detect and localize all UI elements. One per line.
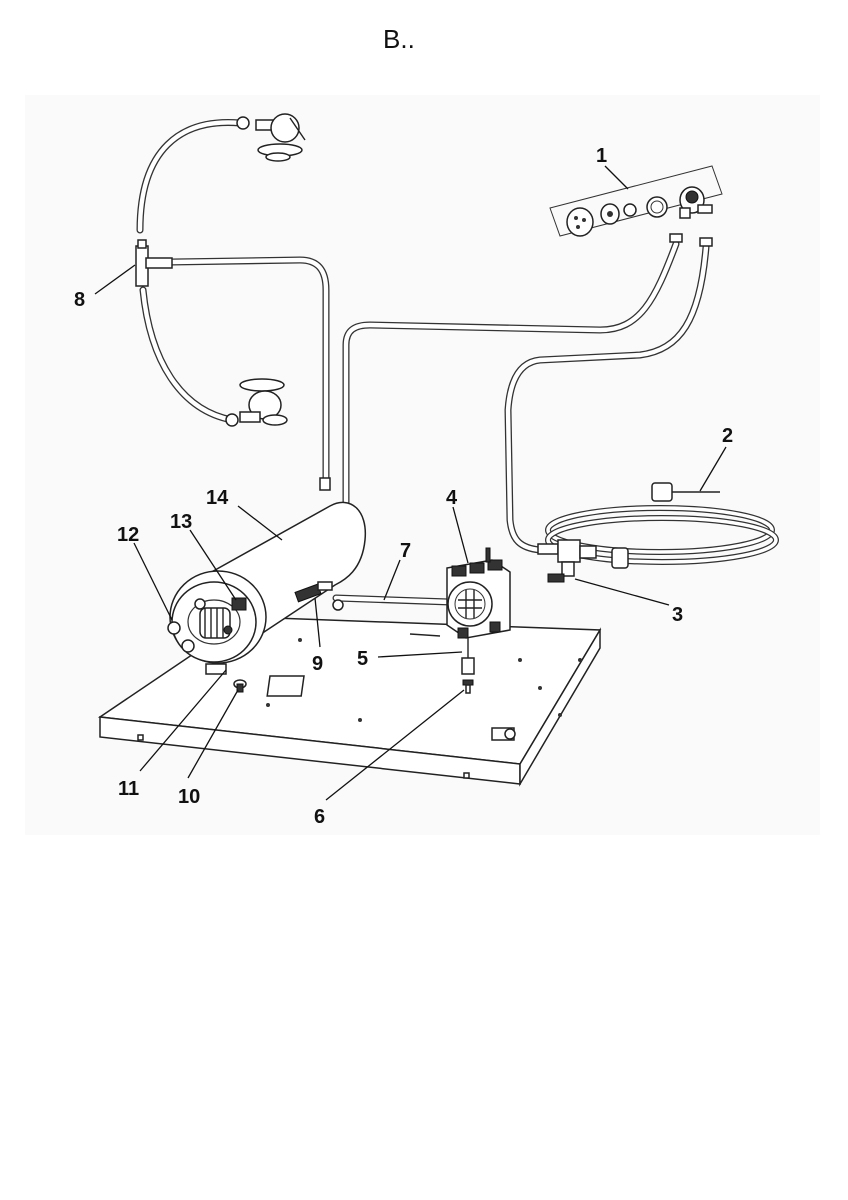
page-heading: B.. [383, 24, 415, 54]
ground-screw [233, 679, 247, 693]
callout-3: 3 [672, 604, 683, 626]
fixing-screw [462, 679, 474, 694]
tank-connector [294, 581, 333, 603]
coiled-hose [545, 482, 779, 569]
leader-lines [94, 165, 727, 801]
callout-8: 8 [74, 289, 85, 311]
callout-4: 4 [446, 487, 458, 509]
callout-14: 14 [206, 487, 229, 509]
thermostat [223, 597, 247, 635]
callout-9: 9 [312, 653, 323, 675]
water-pipes [136, 119, 710, 606]
callout-12: 12 [117, 524, 139, 546]
drain-valve [537, 539, 597, 583]
callout-1: 1 [596, 145, 607, 167]
callout-13: 13 [170, 511, 192, 533]
heating-element [199, 607, 231, 639]
callout-11: 11 [118, 778, 139, 800]
pump-foot [461, 638, 475, 675]
callout-10: 10 [178, 786, 200, 808]
flange-bolt [167, 598, 206, 653]
t-connector [135, 239, 173, 287]
heater-tank [167, 477, 366, 675]
connector-kit [549, 165, 723, 247]
inlet-fitting-bottom [225, 378, 288, 427]
pump [446, 547, 511, 639]
inlet-fitting-top [236, 113, 306, 162]
callout-6: 6 [314, 806, 325, 828]
callout-2: 2 [722, 425, 733, 447]
callout-7: 7 [400, 540, 411, 562]
callout-5: 5 [357, 648, 368, 670]
